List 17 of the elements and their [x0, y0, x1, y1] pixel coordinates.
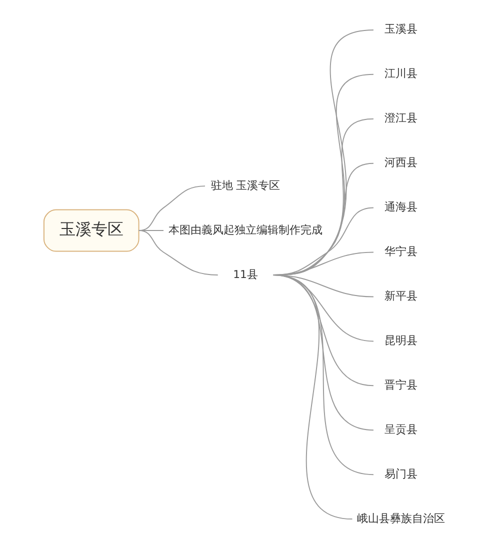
node-text: 通海县	[384, 200, 418, 214]
node-text: 本图由義风起独立编辑制作完成	[168, 223, 322, 236]
node-text: 江川县	[384, 67, 418, 80]
node-text: 河西县	[384, 156, 418, 170]
node-text: 11县	[232, 268, 258, 281]
node-text: 峨山县彝族自治区	[356, 512, 445, 525]
node-text: 澄江县	[384, 112, 418, 125]
node-text: 易门县	[384, 467, 418, 480]
node-text: 驻地 玉溪专区	[210, 178, 280, 192]
node-text: 华宁县	[384, 245, 418, 258]
node-text: 呈贡县	[384, 422, 418, 436]
node-box: 玉溪专区	[42, 209, 139, 252]
node-text: 昆明县	[384, 334, 418, 347]
connector	[138, 230, 218, 276]
node-text: 晋宁县	[384, 378, 418, 392]
node-text: 玉溪县	[384, 22, 418, 36]
node-text: 新平县	[384, 290, 418, 302]
